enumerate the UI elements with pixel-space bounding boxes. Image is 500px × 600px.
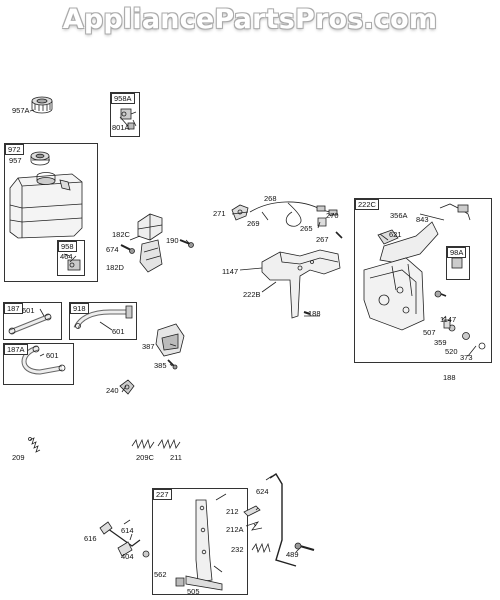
label-209C: 209C xyxy=(136,453,154,462)
spring-211 xyxy=(157,438,181,450)
label-188-lower: 188 xyxy=(443,373,456,382)
label-674: 674 xyxy=(106,245,119,254)
label-269: 269 xyxy=(247,219,260,228)
part-616 xyxy=(99,519,150,558)
group-box-227 xyxy=(152,488,248,595)
label-212A: 212A xyxy=(226,525,244,534)
group-box-187A xyxy=(3,343,74,385)
label-227: 227 xyxy=(153,489,172,500)
screw-674 xyxy=(120,244,135,254)
label-98A: 98A xyxy=(447,247,467,258)
fuel-cap-957A xyxy=(31,96,53,114)
label-801A: 801A xyxy=(112,123,130,132)
label-188-upper: 188 xyxy=(308,309,321,318)
fuel-line-187 xyxy=(8,313,52,335)
label-212: 212 xyxy=(226,507,239,516)
label-972: 972 xyxy=(5,144,24,155)
group-box-972 xyxy=(4,143,98,282)
group-box-918 xyxy=(69,302,137,340)
bracket-222B xyxy=(261,249,341,319)
label-404: 404 xyxy=(121,552,134,561)
label-1147-upper: 1147 xyxy=(222,267,239,276)
watermark-text: AppliancePartsPros.com xyxy=(62,4,438,35)
label-562: 562 xyxy=(154,570,167,579)
label-507: 507 xyxy=(423,328,436,337)
label-601-b: 601 xyxy=(112,327,125,336)
label-505: 505 xyxy=(187,587,200,596)
label-373: 373 xyxy=(460,353,473,362)
label-957A: 957A xyxy=(12,106,30,115)
part-387 xyxy=(155,323,185,370)
fuel-tank-972 xyxy=(9,172,83,239)
part-212 xyxy=(243,505,261,517)
spring-209 xyxy=(28,437,41,453)
label-187: 187 xyxy=(4,303,23,314)
label-271: 271 xyxy=(213,209,226,218)
label-621: 621 xyxy=(389,230,402,239)
label-918: 918 xyxy=(70,303,89,314)
label-614: 614 xyxy=(121,526,134,535)
label-489: 489 xyxy=(286,550,299,559)
label-385: 385 xyxy=(154,361,167,370)
label-268: 268 xyxy=(264,194,277,203)
label-957: 957 xyxy=(9,156,22,165)
group-box-222C xyxy=(354,198,492,363)
group-box-958A xyxy=(110,92,140,137)
fuel-line-918 xyxy=(73,305,133,330)
spring-232 xyxy=(251,542,271,554)
control-assembly-222C xyxy=(363,203,486,350)
label-232: 232 xyxy=(231,545,244,554)
label-958A: 958A xyxy=(111,93,135,104)
label-624: 624 xyxy=(256,487,269,496)
label-222C: 222C xyxy=(355,199,379,210)
label-464: 464 xyxy=(60,252,73,261)
label-387: 387 xyxy=(142,342,155,351)
label-843: 843 xyxy=(416,215,429,224)
label-359: 359 xyxy=(434,338,447,347)
label-187A: 187A xyxy=(4,344,28,355)
label-240: 240 xyxy=(106,386,119,395)
label-601-a: 601 xyxy=(22,306,35,315)
label-182D: 182D xyxy=(106,263,124,272)
fuel-line-187A xyxy=(21,345,66,375)
label-222B: 222B xyxy=(243,290,261,299)
label-182C: 182C xyxy=(112,230,130,239)
label-958: 958 xyxy=(58,241,77,252)
screw-489 xyxy=(294,542,315,551)
rod-624 xyxy=(265,473,297,567)
label-190: 190 xyxy=(166,236,179,245)
label-520: 520 xyxy=(445,347,458,356)
part-212A xyxy=(245,521,263,531)
label-601-c: 601 xyxy=(46,351,59,360)
label-209: 209 xyxy=(12,453,25,462)
shroud-182C xyxy=(137,213,163,273)
part-958A xyxy=(120,108,137,130)
group-box-98A xyxy=(446,246,470,280)
label-616: 616 xyxy=(84,534,97,543)
group-box-958 xyxy=(57,240,85,276)
label-265: 265 xyxy=(300,224,313,233)
part-958 xyxy=(63,253,81,271)
fuel-cap-957 xyxy=(30,151,50,166)
group-box-187 xyxy=(3,302,62,340)
label-356A: 356A xyxy=(390,211,408,220)
label-270: 270 xyxy=(326,211,339,220)
lever-assembly-227 xyxy=(175,499,223,591)
label-267: 267 xyxy=(316,235,329,244)
spring-209C xyxy=(131,438,155,450)
label-211: 211 xyxy=(170,453,182,462)
label-1147-lower: 1147 xyxy=(440,315,457,324)
